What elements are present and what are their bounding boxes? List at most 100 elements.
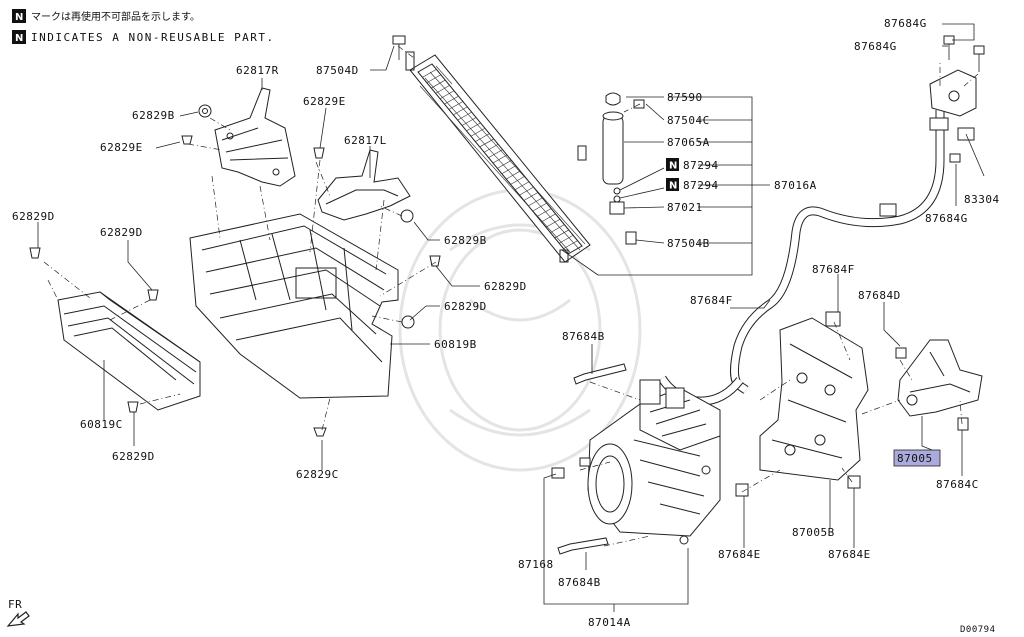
part-label[interactable]: 62817R (236, 64, 279, 77)
fr-arrow-icon (6, 611, 30, 627)
part-label[interactable]: 87684C (936, 478, 979, 491)
condenser-fin (466, 122, 481, 132)
bolts-compressor (551, 363, 627, 555)
condenser-fin (417, 63, 433, 73)
part-label[interactable]: 87014A (588, 616, 631, 629)
part-label[interactable]: 87504C (667, 114, 710, 127)
badge-letter: N (15, 12, 23, 23)
legend-japanese: マークは再使用不可部品を示します。 (31, 10, 200, 23)
part-label[interactable]: 62817L (344, 134, 387, 147)
part-label[interactable]: 62829B (132, 109, 175, 122)
bolt-87504D (392, 35, 406, 60)
part-label[interactable]: 62829E (303, 95, 346, 108)
badge-letter: N (669, 161, 677, 172)
condenser-fin (488, 149, 503, 158)
part-label[interactable]: 62829D (100, 226, 143, 239)
condenser-fin (528, 197, 543, 207)
highlight-87005 (893, 449, 941, 467)
part-label[interactable]: 87684G (925, 212, 968, 225)
non-reusable-badge-87294-2 (666, 178, 679, 191)
assembly-lines (43, 45, 979, 547)
condenser-fin (431, 79, 446, 89)
condenser-fin (545, 218, 561, 228)
legend: N マークは再使用不可部品を示します。 N INDICATES A NON-RE… (12, 9, 275, 44)
non-reusable-badge-87294-1 (666, 158, 679, 171)
part-label[interactable]: 87684D (858, 289, 901, 302)
badge-letter: N (669, 181, 677, 192)
condenser-fin (422, 69, 437, 78)
part-label[interactable]: 62829D (444, 300, 487, 313)
part-label[interactable]: 62829D (12, 210, 55, 223)
part-label[interactable]: 87168 (518, 558, 554, 571)
non-reusable-badge (12, 9, 26, 23)
part-label[interactable]: 87684F (812, 263, 855, 276)
front-direction-indicator: FR (6, 598, 30, 627)
condenser-fin (519, 186, 534, 196)
part-label[interactable]: 87504B (667, 237, 710, 250)
part-label[interactable]: 87504D (316, 64, 359, 77)
part-label[interactable]: 60819B (434, 338, 477, 351)
condenser-fin (492, 154, 508, 164)
bracket-62817L (317, 149, 411, 221)
receiver-drier (602, 92, 645, 245)
condenser-fin (559, 235, 574, 244)
part-label[interactable]: 62829D (484, 280, 527, 293)
condenser-fin (563, 240, 578, 249)
condenser-fin (536, 208, 552, 217)
part-label[interactable]: 87294 (683, 179, 719, 192)
condenser-fin (550, 224, 565, 233)
part-label[interactable]: 87684B (562, 330, 605, 343)
part-label[interactable]: 87684F (690, 294, 733, 307)
part-label[interactable]: 87294 (683, 159, 719, 172)
condenser-fin (514, 181, 530, 191)
condenser-fin (541, 213, 556, 223)
condenser-fin (448, 101, 464, 110)
air-guide-60819C (57, 291, 201, 411)
air-guide-60819B (189, 213, 399, 399)
condenser-fin (510, 176, 525, 185)
condenser-fin (497, 160, 512, 169)
part-label[interactable]: 87684G (854, 40, 897, 53)
condenser-fin (444, 95, 459, 105)
part-label[interactable]: 62829E (100, 141, 143, 154)
part-label[interactable]: 83304 (964, 193, 1000, 206)
part-label[interactable]: 87684E (718, 548, 761, 561)
part-label[interactable]: 62829C (296, 468, 339, 481)
condenser-fin (453, 106, 468, 116)
condenser-fin (506, 170, 521, 180)
part-labels: 87684G 87684G 87504D 62817R 62829B 62829… (12, 17, 1000, 629)
part-label[interactable]: 60819C (80, 418, 123, 431)
part-label[interactable]: 87684G (884, 17, 927, 30)
condenser-fin (470, 127, 486, 137)
condenser-fin (479, 138, 494, 148)
part-label[interactable]: 87021 (667, 201, 703, 214)
condenser-fin (532, 202, 547, 212)
condenser-fin (501, 165, 516, 174)
compressor (587, 379, 721, 545)
condenser-fin (426, 74, 441, 83)
condenser-fin (435, 85, 450, 94)
fr-label: FR (8, 598, 22, 611)
part-label[interactable]: 87590 (667, 91, 703, 104)
bracket-87005 (895, 339, 983, 431)
part-label[interactable]: 87005B (792, 526, 835, 539)
part-label[interactable]: 87016A (774, 179, 817, 192)
condenser (405, 51, 591, 263)
part-label-highlighted[interactable]: 87005 (897, 452, 933, 465)
condenser-fin (523, 192, 539, 201)
condenser-fin (439, 90, 455, 100)
leader-lines (37, 23, 985, 612)
part-label[interactable]: 62829B (444, 234, 487, 247)
bracket-87005B (735, 311, 869, 497)
part-label[interactable]: 62829D (112, 450, 155, 463)
part-label[interactable]: 87684B (558, 576, 601, 589)
condenser-fin (457, 111, 472, 121)
drawing-number: D00794 (960, 625, 996, 635)
condenser-fin (461, 117, 477, 126)
legend-english: INDICATES A NON-REUSABLE PART. (31, 31, 275, 44)
part-label[interactable]: 87684E (828, 548, 871, 561)
part-label[interactable]: 87065A (667, 136, 710, 149)
condenser-fin (484, 144, 499, 153)
condenser-fin (554, 229, 569, 239)
